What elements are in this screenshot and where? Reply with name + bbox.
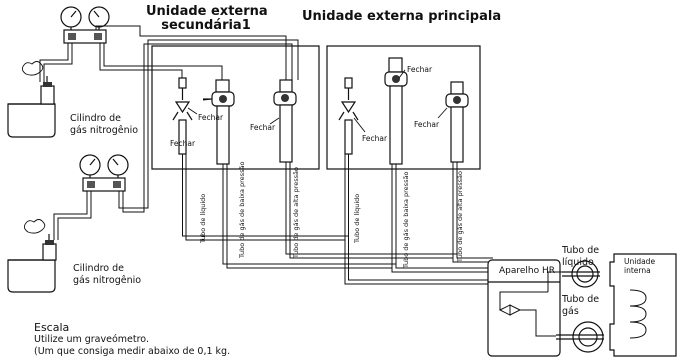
cylinder-1-label: Cilindro de gás nitrogênio [70,113,138,137]
cylinder-2-label-line1: Cilindro de [73,263,125,274]
scale-note: Escala Utilize um graveómetro. (Um que c… [34,321,230,358]
pipe-label-secondary-high-pressure: Tubo de gás de alta pressão [292,167,300,258]
field-piping [182,154,493,285]
cylinder-2-label: Cilindro de gás nitrogênio [73,263,141,287]
secondary-outdoor-unit-frame [151,45,320,170]
pipe-label-main-high-pressure: Tubo de gás de alta pressão [456,171,464,262]
hr-unit [487,259,562,357]
manifold-gauge-2 [79,154,129,192]
close-label-1: Fechar [198,113,224,122]
close-label-3: Fechar [250,123,276,132]
pipe-label-secondary-low-pressure: Tubo de gás de baixa pressão [238,161,246,258]
hr-gas-pipe-label-line2: gás [562,306,579,317]
secondary-liquid-valve [172,77,193,155]
scale-note-title: Escala [34,321,70,334]
indoor-unit-label: Unidade interna [624,257,655,275]
nitrogen-cylinder-2 [7,219,57,293]
gas-flare-connection [556,321,604,353]
secondary-high-pressure-valve [273,79,297,163]
indoor-unit [609,253,677,357]
indoor-unit-label-line1: Unidade [624,257,656,266]
pipe-label-main-liquid: Tubo de líquido [353,193,361,243]
hr-liquid-pipe-label-line1: Tubo de [562,245,600,256]
secondary-unit-heading: Unidade externa secundária1 [146,4,268,33]
close-label-6: Fechar [414,120,440,129]
pipe-label-main-low-pressure: Tubo de gás de baixa pressão [402,171,410,268]
hr-gas-pipe-label-line1: Tubo de [562,294,600,305]
hr-unit-label: Aparelho HR [499,266,556,276]
cylinder-1-label-line2: gás nitrogênio [70,125,139,136]
main-low-pressure-valve [384,57,408,165]
close-label-2: Fechar [170,139,196,148]
secondary-unit-heading-line2: secundária1 [161,18,251,33]
close-label-5: Fechar [362,134,388,143]
main-outdoor-unit-frame [326,45,481,170]
scale-note-line1: Utilize um graveómetro. [34,334,149,345]
hoses-gauge-1 [39,25,287,82]
cylinder-2-label-line2: gás nitrogênio [73,275,142,286]
nitrogen-cylinder-1 [7,61,56,138]
hoses-gauge-2 [53,39,299,240]
close-label-4: Fechar [407,65,433,74]
pipe-label-secondary-liquid: Tubo de líquido [199,193,207,243]
close-leader-lines [187,69,448,133]
cylinder-1-label-line1: Cilindro de [70,113,122,124]
secondary-low-pressure-valve [203,79,235,165]
hr-liquid-pipe-label: Tubo de líquido [562,245,599,269]
hr-gas-pipe-label: Tubo de gás [562,294,599,318]
liquid-flare-connection [562,260,600,288]
secondary-unit-heading-line1: Unidade externa [146,4,268,19]
indoor-unit-label-line2: interna [624,266,651,275]
hr-liquid-pipe-label-line2: líquido [562,257,594,268]
scale-note-line2: (Um que consiga medir abaixo de 0,1 kg. [34,346,231,357]
main-liquid-valve [338,77,359,155]
main-unit-heading: Unidade externa principala [302,9,502,24]
manifold-gauge-1 [60,6,110,44]
main-high-pressure-valve [445,81,469,163]
